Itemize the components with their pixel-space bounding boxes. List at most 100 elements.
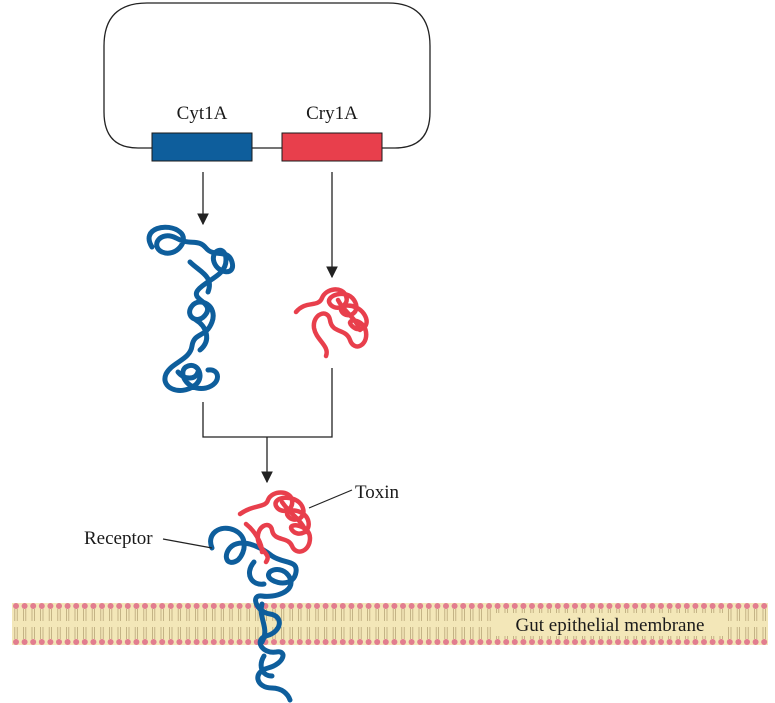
lipid-head [64,603,71,609]
lipid-head [167,639,174,645]
lipid-head [486,639,492,645]
lipid-head [563,639,570,645]
lipid-head [382,603,389,609]
lipid-head [348,639,355,645]
lipid-head [503,603,510,609]
lipid-head [21,639,28,645]
lipid-head [537,603,544,609]
receptor-protein [208,525,299,703]
lipid-head [339,639,346,645]
lipid-head [468,639,475,645]
lipid-head [159,639,166,645]
receptor-leader-line [162,538,213,549]
lipid-head [99,603,105,609]
lipid-head [606,639,613,645]
lipid-head [322,603,329,609]
gut-epithelial-membrane: Gut epithelial membrane [12,603,768,645]
lipid-head [752,639,759,645]
lipid-head [391,639,398,645]
cry1a-protein [293,287,369,359]
lipid-head [675,603,682,609]
lipid-head [296,639,303,645]
lipid-head [271,639,277,645]
lipid-head [761,639,768,645]
lipid-head [683,603,690,609]
lipid-head [434,639,441,645]
cyt1a-gene-box [151,132,253,162]
lipid-head [606,603,613,609]
lipid-head [236,639,243,645]
lipid-head [99,639,105,645]
lipid-head [529,639,535,645]
lipid-head [245,603,252,609]
lipid-head [486,603,492,609]
lipid-head [675,639,682,645]
lipid-head [752,603,759,609]
lipid-head [597,639,604,645]
lipid-head [520,639,527,645]
lipid-head [90,639,97,645]
lipid-head [477,603,484,609]
lipid-head [159,603,166,609]
lipid-head [374,603,381,609]
lipid-head [288,639,295,645]
lipid-head [649,639,656,645]
lipid-head [477,639,484,645]
lipid-head [718,639,725,645]
lipid-head [494,639,501,645]
lipid-head [709,603,716,609]
lipid-head [107,639,114,645]
lipid-head [701,639,707,645]
lipid-head [271,603,277,609]
lipid-head [615,639,621,645]
lipid-head [692,639,699,645]
lipid-head [537,639,544,645]
lipid-head [279,639,286,645]
lipid-head [408,639,415,645]
lipid-head [417,639,424,645]
plasmid-outline [103,2,431,149]
lipid-head [761,603,768,609]
lipid-head [408,603,415,609]
lipid-head [81,639,88,645]
lipid-head [735,603,742,609]
lipid-head [116,639,123,645]
lipid-head [176,603,183,609]
lipid-head [305,603,312,609]
lipid-head [658,603,664,609]
lipid-head [718,603,725,609]
lipid-head [193,603,200,609]
lipid-head [615,603,621,609]
lipid-head [296,603,303,609]
lipid-head [167,603,174,609]
lipid-head [666,603,673,609]
membrane-label: Gut epithelial membrane [516,615,705,636]
lipid-head [744,639,750,645]
lipid-head [503,639,510,645]
lipid-head [649,603,656,609]
lipid-head [245,639,252,645]
lipid-head [142,639,148,645]
lipid-head [228,603,234,609]
toxin-protein [237,490,313,565]
lipid-head [460,639,467,645]
lipid-head [38,603,45,609]
lipid-head [124,603,131,609]
lipid-head [185,639,191,645]
cyt1a-label: Cyt1A [177,103,228,124]
lipid-head [726,603,733,609]
lipid-head [124,639,131,645]
lipid-head [468,603,475,609]
lipid-head [425,603,432,609]
lipid-head [64,639,71,645]
lipid-head [210,603,217,609]
lipid-head [572,639,578,645]
lipid-head [709,639,716,645]
lipid-head [47,603,54,609]
lipid-head [443,603,449,609]
lipid-head [529,603,535,609]
lipid-head [150,639,157,645]
lipid-head [451,603,458,609]
